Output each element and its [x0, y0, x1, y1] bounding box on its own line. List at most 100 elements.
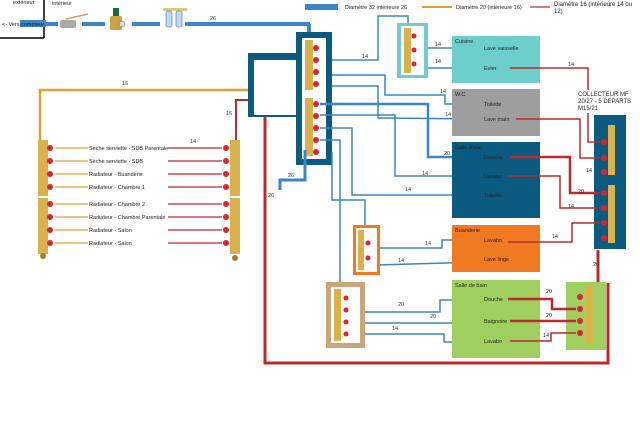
fixture-label: Toilette [484, 193, 501, 199]
heating-circuit-label: Radiateur - Salon [89, 241, 132, 247]
heating-circuit-label: Sèche serviette - SDB [89, 159, 143, 165]
heating-circuit-label: Radiateur - Chambre 2 [89, 202, 145, 208]
legend-swatch-32 [305, 4, 338, 10]
size-label: 14 [425, 241, 431, 247]
salle-bain-hot-collector [566, 282, 606, 350]
fixture-label: Lavabo [484, 174, 502, 180]
heating-circuit-label: Radiateur - Chambre Parentale [89, 215, 165, 221]
heating-supply-pipe [38, 88, 250, 140]
heating-supply-collector [38, 140, 48, 259]
heating-return-pipe [235, 99, 250, 140]
valve-icon[interactable] [47, 158, 53, 164]
size-label: 14 [362, 54, 368, 60]
size-label: 14 [392, 326, 398, 332]
valve-icon[interactable] [223, 171, 229, 177]
valve-icon[interactable] [47, 214, 53, 220]
hot-collector [594, 115, 626, 249]
size-label: 14 [568, 204, 574, 210]
valve-icon[interactable] [223, 214, 229, 220]
heating-circuit-label: Radiateur - Chambre 1 [89, 185, 145, 191]
cuisine-collector [397, 23, 428, 78]
legend-label-20: Diamètre 20 (intérieure 16) [456, 5, 522, 11]
legend-label-16: Diamètre 16 (intérieure 14 ou 12) [554, 2, 633, 15]
heating-circuit-row: Radiateur - Salon [47, 239, 229, 247]
meter-label: <- Vers compteur [2, 22, 44, 28]
main-supply-pipe [46, 22, 311, 35]
room-title: Salle d'eau [455, 145, 482, 151]
valve-handles [313, 45, 319, 155]
size-label: 14 [440, 89, 446, 95]
heating-circuit-row: Radiateur - Buanderie [47, 170, 229, 178]
fixture-label: Douche [484, 297, 503, 303]
fixture-label: Evier [484, 66, 497, 72]
valve-icon[interactable] [47, 201, 53, 207]
size-label: 14 [543, 333, 549, 339]
size-label: 20 [430, 314, 436, 320]
size-label: 14 [552, 234, 558, 240]
size-label: 14 [405, 187, 411, 193]
size-label: 26 [288, 173, 294, 179]
heating-circuit-row: Sèche serviette - SDB [47, 157, 229, 165]
size-labels-14: 14 14 14 14 14 20 14 14 14 14 20 20 14 [362, 42, 451, 332]
collector-bar [305, 40, 313, 90]
salle-bain-cold-collector [326, 282, 365, 348]
hot-branches [508, 67, 600, 342]
size-label: 14 [568, 62, 574, 68]
size-label: 16 [122, 81, 128, 87]
collector-bar [305, 98, 313, 156]
feed-pipe [278, 150, 307, 190]
heating-circuit-label: Radiateur - Buanderie [89, 172, 143, 178]
size-label: 16 [226, 111, 232, 117]
size-label: 20 [578, 189, 584, 195]
size-label: 26 [268, 193, 274, 199]
size-label: 14 [445, 112, 451, 118]
fixture-label: Lave vaisselle [484, 46, 519, 52]
valve-icon[interactable] [47, 171, 53, 177]
exterior-wall [0, 0, 45, 39]
size-label: 14 [422, 171, 428, 177]
size-label: 14 [435, 42, 441, 48]
collector-label: COLLECTEUR MF 20/27 - 5 DEPARTS M15/21 [578, 92, 632, 112]
legend-label-32: Diamètre 32 intérieure 26 [345, 5, 407, 11]
valve-icon[interactable] [47, 227, 53, 233]
heating-circuit-row: Radiateur - Chambre 2 [47, 200, 229, 208]
boiler-icon [254, 60, 296, 115]
valve-icon[interactable] [47, 184, 53, 190]
fixture-label: Lave main [484, 117, 509, 123]
valve-icon[interactable] [223, 145, 229, 151]
legend: Diamètre 32 intérieure 26 Diamètre 20 (i… [305, 4, 550, 11]
valve-icon[interactable] [47, 240, 53, 246]
fixture-label: Lavabo [484, 238, 502, 244]
fixture-label: Lavabo [484, 339, 502, 345]
valve-icon[interactable] [47, 145, 53, 151]
valve-icon[interactable] [223, 240, 229, 246]
valve-icon[interactable] [223, 158, 229, 164]
water-filter-icon [163, 8, 187, 28]
heating-circuit-row: Sèche serviette - SDB Parentale [47, 144, 229, 152]
valve-icon[interactable] [223, 201, 229, 207]
size-label: 26 [210, 16, 216, 22]
fixture-label: Lave linge [484, 257, 509, 263]
valve-icon[interactable] [223, 227, 229, 233]
size-label: 20 [546, 313, 552, 319]
interior-label: intérieur [52, 1, 72, 7]
fixture-label: Douche [484, 155, 503, 161]
valve-icon[interactable] [223, 184, 229, 190]
size-label: 20 [546, 289, 552, 295]
room-title: Buanderie [455, 228, 480, 234]
room-title: Cuisine [455, 39, 473, 45]
size-label: 14 [586, 168, 592, 174]
room-buanderie [452, 225, 540, 272]
heating-circuit-row: Radiateur - Chambre Parentale [47, 213, 229, 221]
size-label: 20 [593, 262, 599, 268]
heating-circuit-row: Radiateur - Chambre 1 [47, 183, 229, 191]
buanderie-collector [353, 225, 380, 275]
room-title: W.C [455, 92, 465, 98]
room-wc [452, 89, 540, 136]
size-label: 14 [398, 258, 404, 264]
heating-circuit-row: Radiateur - Salon [47, 226, 229, 234]
heating-circuit-label: Sèche serviette - SDB Parentale [89, 146, 168, 152]
